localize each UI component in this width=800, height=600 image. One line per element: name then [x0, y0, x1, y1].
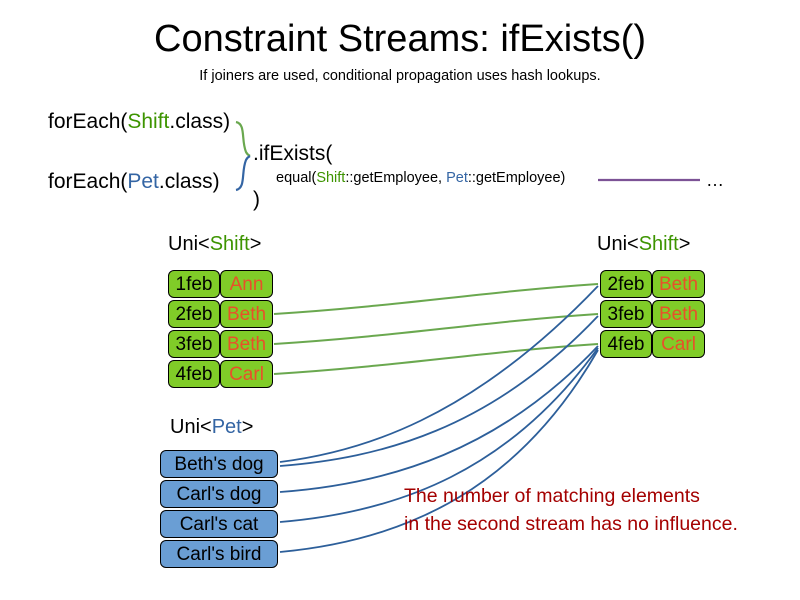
code-equal-suffix: ::getEmployee) [467, 170, 566, 186]
label-right-suffix: > [678, 233, 691, 255]
annotation-note: The number of matching elements in the s… [404, 482, 784, 538]
table-row[interactable]: 2feb Beth [600, 270, 705, 300]
connector-pet-carlsbird-4feb [279, 349, 599, 553]
label-uni-shift-left: Uni<Shift> [168, 233, 261, 256]
cell-name: Carl [220, 360, 273, 388]
green-connectors [273, 283, 599, 375]
label-pet-suffix: > [241, 416, 254, 438]
blue-connectors [279, 285, 599, 553]
table-row[interactable]: 4feb Carl [168, 360, 273, 390]
code-equal-prefix: equal( [276, 170, 317, 186]
cell-date: 4feb [168, 360, 220, 388]
label-uni-shift-right: Uni<Shift> [597, 233, 690, 256]
code-foreach-pet-prefix: forEach( [48, 170, 128, 193]
cell-name: Beth [652, 300, 705, 328]
label-left-type: Shift [209, 233, 250, 255]
list-item[interactable]: Carl's dog [160, 480, 278, 510]
connector-pet-bethsdog-3feb [279, 315, 599, 467]
page-title: Constraint Streams: ifExists() [154, 18, 646, 60]
label-right-type: Shift [638, 233, 679, 255]
code-foreach-shift-suffix: .class) [169, 110, 231, 133]
connector-pet-carlsdog-4feb [279, 345, 599, 493]
code-close-paren: ) [253, 188, 260, 211]
cell-date: 4feb [600, 330, 652, 358]
table-row[interactable]: 3feb Beth [168, 330, 273, 360]
code-foreach-pet-type: Pet [127, 170, 159, 193]
annotation-line-2: in the second stream has no influence. [404, 513, 738, 535]
cell-pet-name: Carl's dog [160, 480, 278, 508]
code-equal-joiner: equal(Shift::getEmployee, Pet::getEmploy… [276, 170, 565, 186]
code-foreach-pet: forEach(Pet.class) [48, 170, 220, 194]
cell-name: Ann [220, 270, 273, 298]
code-foreach-shift: forEach(Shift.class) [48, 110, 230, 134]
table-row[interactable]: 4feb Carl [600, 330, 705, 360]
code-foreach-shift-prefix: forEach( [48, 110, 128, 133]
list-item[interactable]: Carl's cat [160, 510, 278, 540]
cell-date: 1feb [168, 270, 220, 298]
code-foreach-shift-type: Shift [127, 110, 170, 133]
cell-pet-name: Beth's dog [160, 450, 278, 478]
brace-upper-green [235, 120, 251, 157]
cell-name: Carl [652, 330, 705, 358]
connector-shift-2feb [273, 283, 599, 315]
code-equal-type-a: Shift [316, 170, 346, 186]
cell-name: Beth [652, 270, 705, 298]
code-ifexists: .ifExists( [253, 142, 333, 165]
table-shift-left: 1feb Ann 2feb Beth 3feb Beth 4feb Carl [168, 270, 273, 390]
cell-name: Beth [220, 330, 273, 358]
cell-date: 2feb [168, 300, 220, 328]
page-subtitle: If joiners are used, conditional propaga… [199, 68, 601, 84]
code-ellipsis: … [706, 170, 724, 190]
connector-shift-3feb [273, 313, 599, 345]
connector-pet-carlscat-4feb [279, 347, 599, 523]
cell-pet-name: Carl's bird [160, 540, 278, 568]
code-foreach-pet-suffix: .class) [158, 170, 220, 193]
table-shift-right: 2feb Beth 3feb Beth 4feb Carl [600, 270, 705, 360]
label-pet-type: Pet [211, 416, 242, 438]
label-pet-prefix: Uni< [170, 416, 212, 438]
table-row[interactable]: 3feb Beth [600, 300, 705, 330]
brace-lower-blue [235, 155, 251, 192]
connector-pet-bethsdog-2feb [279, 285, 599, 463]
table-row[interactable]: 1feb Ann [168, 270, 273, 300]
cell-date: 3feb [600, 300, 652, 328]
annotation-line-1: The number of matching elements [404, 485, 700, 507]
list-item[interactable]: Beth's dog [160, 450, 278, 480]
code-equal-type-b: Pet [446, 170, 468, 186]
cell-date: 3feb [168, 330, 220, 358]
table-row[interactable]: 2feb Beth [168, 300, 273, 330]
label-uni-pet: Uni<Pet> [170, 416, 253, 439]
table-pet: Beth's dog Carl's dog Carl's cat Carl's … [160, 450, 278, 570]
cell-name: Beth [220, 300, 273, 328]
label-left-suffix: > [249, 233, 262, 255]
cell-pet-name: Carl's cat [160, 510, 278, 538]
label-left-prefix: Uni< [168, 233, 210, 255]
code-equal-mid: ::getEmployee, [345, 170, 447, 186]
label-right-prefix: Uni< [597, 233, 639, 255]
cell-date: 2feb [600, 270, 652, 298]
connector-shift-4feb [273, 343, 599, 375]
list-item[interactable]: Carl's bird [160, 540, 278, 570]
